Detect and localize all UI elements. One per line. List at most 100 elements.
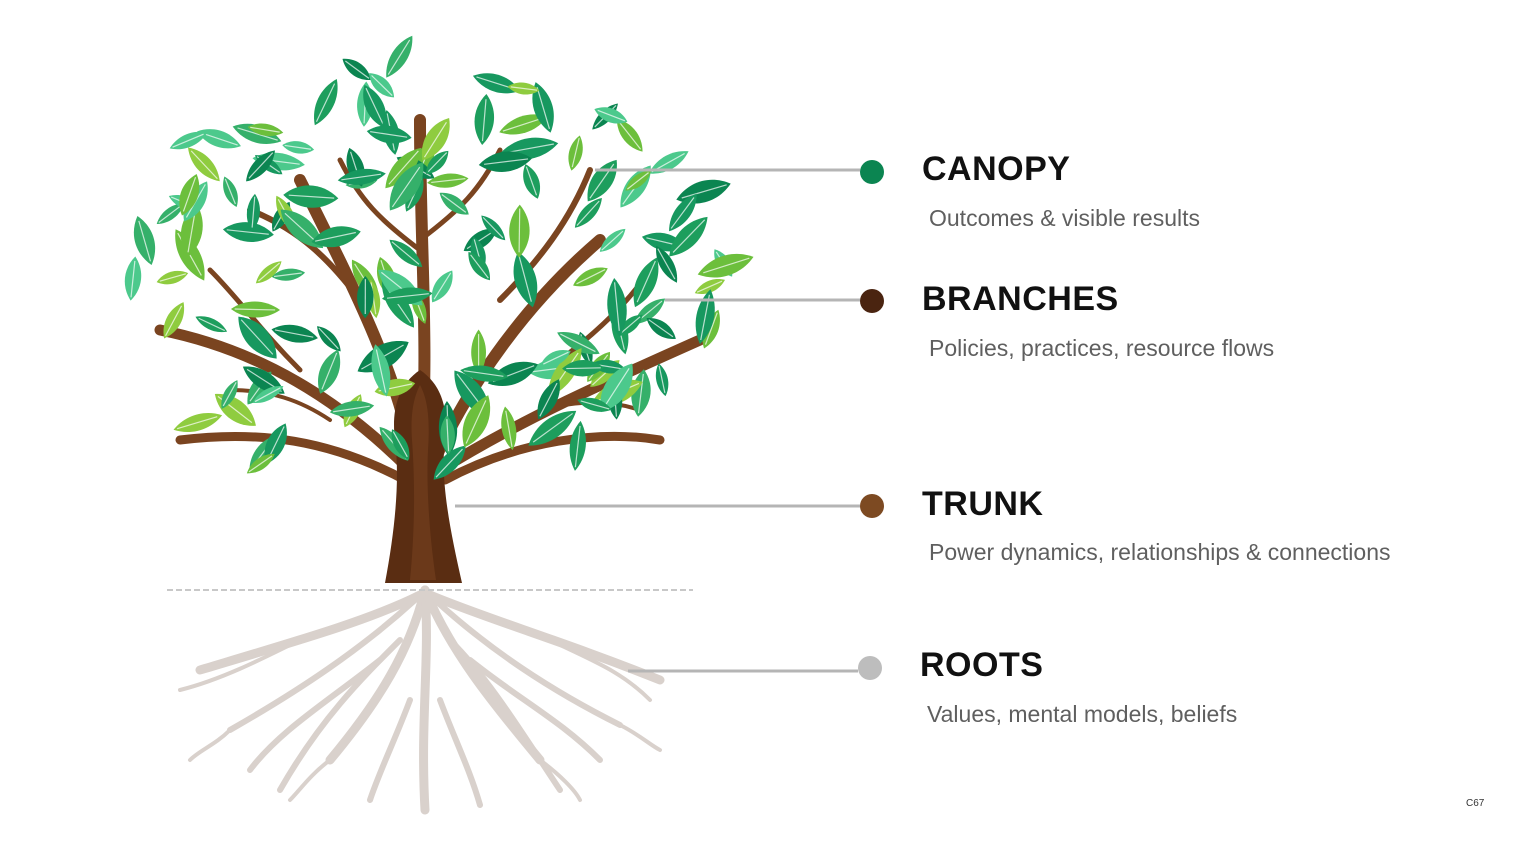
- branch: [228, 388, 332, 422]
- leaf: [646, 318, 676, 339]
- leaf: [523, 164, 541, 199]
- root-line: [195, 590, 425, 675]
- leaf: [474, 94, 494, 145]
- leaf: [255, 261, 282, 284]
- leaf: [357, 275, 374, 319]
- leaf: [573, 267, 608, 287]
- root-line: [227, 597, 418, 733]
- leaf: [156, 203, 185, 225]
- leaf: [271, 324, 318, 343]
- root-line: [277, 637, 403, 793]
- root-line: [178, 638, 302, 692]
- connector-dots: [858, 160, 884, 680]
- leaf: [223, 176, 238, 208]
- leaf: [169, 131, 208, 150]
- leaf: [568, 135, 583, 171]
- leaf: [381, 287, 433, 305]
- root-line: [188, 728, 232, 762]
- leaf: [509, 204, 530, 258]
- leaf: [314, 78, 338, 126]
- leaf: [421, 118, 450, 161]
- leaf: [389, 239, 423, 268]
- leaf: [317, 326, 341, 352]
- leaf: [478, 151, 533, 172]
- root-line: [420, 585, 545, 765]
- leaf: [528, 410, 577, 446]
- leaf: [371, 344, 391, 397]
- leaf: [695, 289, 715, 345]
- leaf: [163, 302, 185, 339]
- leaf: [562, 359, 604, 377]
- leaf: [540, 350, 571, 367]
- root-line: [548, 638, 652, 702]
- leaf: [607, 277, 627, 337]
- roots-illustration: [178, 585, 665, 815]
- roots-dot: [858, 656, 882, 680]
- root-line: [425, 590, 665, 685]
- leaf: [282, 141, 315, 154]
- leaf: [462, 395, 491, 448]
- leaf: [532, 82, 554, 133]
- leaf: [133, 215, 156, 266]
- trunk-highlight: [410, 385, 436, 580]
- leaf: [439, 192, 469, 215]
- leaf: [391, 429, 410, 460]
- roots-title: ROOTS: [920, 646, 1044, 684]
- leaf: [625, 170, 652, 191]
- leaf: [501, 406, 517, 451]
- leaf: [426, 150, 449, 174]
- trunk-description: Power dynamics, relationships & connecti…: [929, 539, 1391, 565]
- leaf: [594, 107, 628, 124]
- roots-description: Values, mental models, beliefs: [927, 701, 1238, 727]
- leaf: [669, 216, 708, 257]
- leaf: [197, 129, 241, 149]
- leaf: [337, 168, 386, 185]
- leaf: [537, 379, 560, 420]
- root-line: [447, 637, 563, 793]
- leaf: [246, 453, 275, 474]
- leaf: [600, 363, 633, 413]
- leaf: [648, 151, 689, 174]
- leaf: [311, 226, 361, 248]
- leaf: [481, 215, 506, 241]
- leaf: [577, 397, 612, 412]
- branch: [497, 167, 593, 303]
- leaf: [702, 309, 720, 349]
- leaf: [599, 228, 626, 252]
- leaf: [431, 270, 453, 303]
- trunk-title: TRUNK: [922, 485, 1044, 523]
- leaf: [617, 314, 643, 336]
- leaf: [363, 84, 387, 129]
- leaf: [252, 385, 284, 404]
- leaf: [655, 363, 669, 397]
- leaf: [557, 332, 600, 355]
- leaf: [569, 420, 586, 471]
- branches-description: Policies, practices, resource flows: [929, 335, 1275, 361]
- leaf: [633, 257, 659, 308]
- leaf: [238, 316, 277, 359]
- leaf: [222, 222, 274, 242]
- leaf: [173, 412, 223, 433]
- leaf: [283, 185, 339, 208]
- branches-title: BRANCHES: [922, 280, 1119, 318]
- root-line: [367, 697, 413, 803]
- slide-code: C67: [1466, 798, 1485, 809]
- branch: [440, 431, 665, 485]
- leaf: [460, 365, 509, 382]
- canopy-leaves: [124, 35, 754, 480]
- leaf: [369, 73, 395, 98]
- root-line: [419, 585, 431, 815]
- leaf: [188, 147, 220, 182]
- leaf: [221, 380, 238, 409]
- canopy-dot: [860, 160, 884, 184]
- connectors: [455, 168, 860, 673]
- leaf: [342, 58, 372, 80]
- root-line: [432, 597, 623, 728]
- leaf: [246, 150, 275, 182]
- branch: [434, 334, 706, 476]
- canopy-description: Outcomes & visible results: [929, 205, 1200, 231]
- leaf: [440, 415, 455, 455]
- leaf: [247, 123, 284, 137]
- leaf: [246, 193, 260, 232]
